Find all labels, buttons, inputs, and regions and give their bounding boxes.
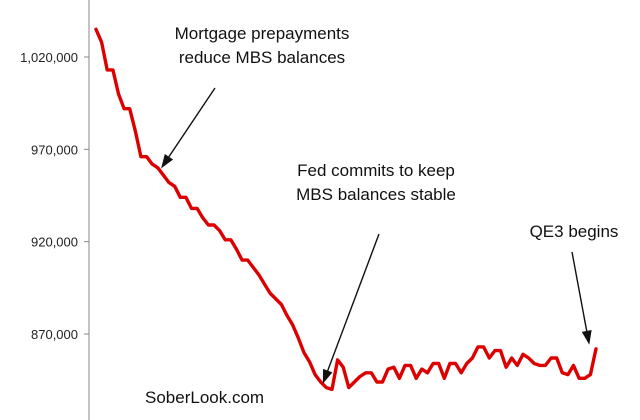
annotation-arrowhead (322, 368, 333, 384)
watermark-text: SoberLook.com (145, 388, 264, 407)
annotation-text: Mortgage prepayments (175, 24, 350, 43)
annotation-arrow (324, 233, 380, 379)
y-tick-label: 920,000 (31, 235, 78, 250)
annotation-text: MBS balances stable (296, 185, 456, 204)
mbs-balance-series-line (94, 27, 598, 392)
y-tick-label: 970,000 (31, 142, 78, 157)
annotation-arrow (163, 87, 216, 164)
annotation-arrowhead (581, 330, 592, 345)
annotation-text: QE3 begins (530, 222, 619, 241)
annotation-text: reduce MBS balances (179, 48, 345, 67)
y-tick-label: 1,020,000 (20, 50, 78, 65)
annotations: Mortgage prepayments reduce MBS balancesF… (161, 24, 618, 384)
y-tick-label: 870,000 (31, 327, 78, 342)
annotation-arrowhead (161, 153, 174, 169)
annotation-text: Fed commits to keep (297, 161, 455, 180)
annotation-arrow (571, 251, 589, 339)
y-axis-ticks: 870,000 920,000 970,000 1,020,000 (20, 50, 89, 342)
